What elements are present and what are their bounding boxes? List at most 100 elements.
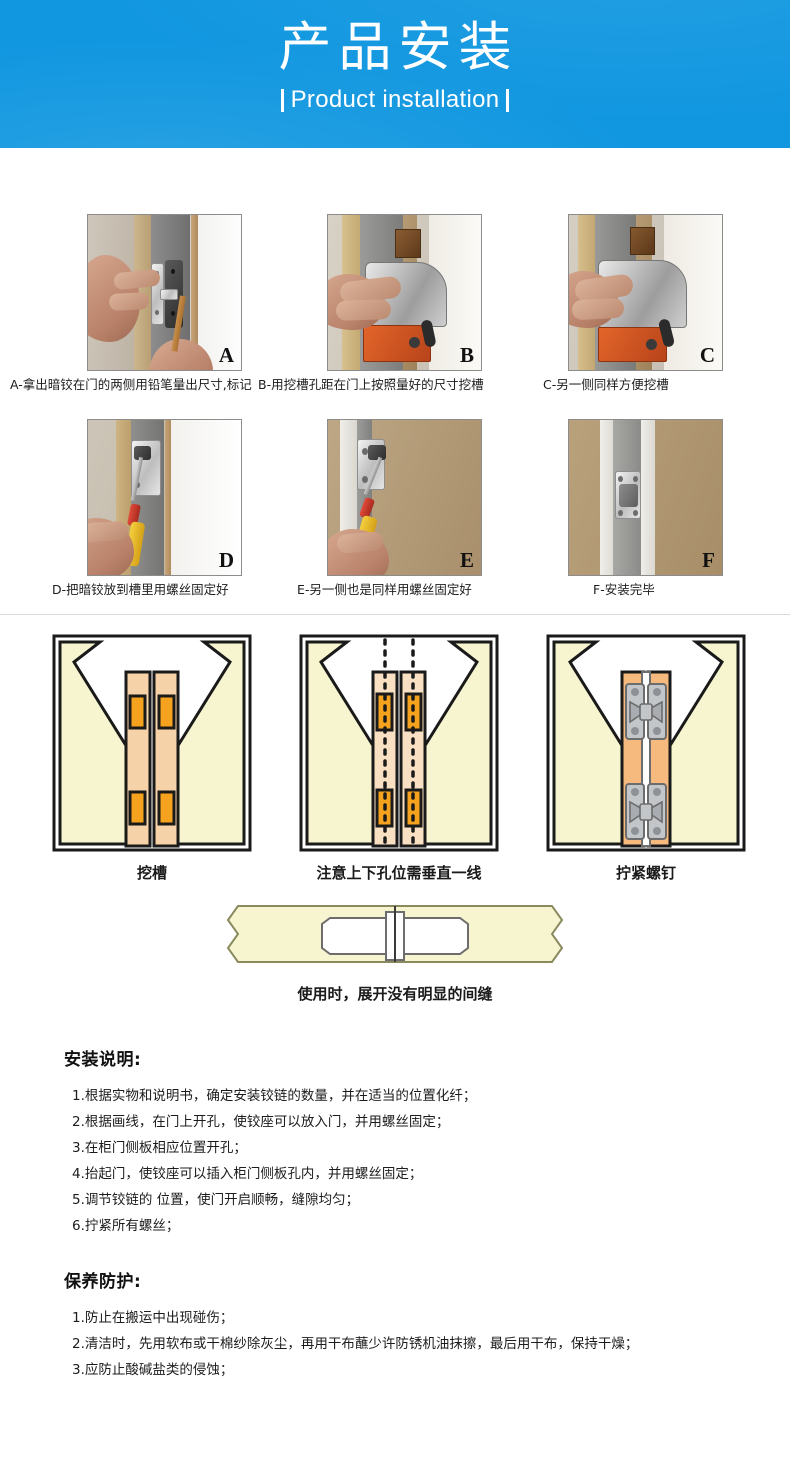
header-subtitle-group: Product installation xyxy=(280,86,510,113)
diagram-label-alignment: 注意上下孔位需垂直一线 xyxy=(316,864,482,882)
photo-caption-f: F-安装完毕 xyxy=(593,582,655,597)
diagram-item-slots: 挖槽 xyxy=(52,634,252,882)
maintenance-item: 1.防止在搬运中出现碰伤； xyxy=(72,1310,234,1326)
finger xyxy=(108,291,150,311)
maintenance-block: 保养防护: 1.防止在搬运中出现碰伤； 2.清洁时，先用软布或干棉纱除灰尘，再用… xyxy=(0,1267,790,1383)
photo-frame-f: F xyxy=(568,419,723,576)
photo-caption-b: B-用挖槽孔距在门上按照量好的尺寸挖槽 xyxy=(258,377,484,392)
router-knob xyxy=(645,339,657,350)
diagram-item-hinges: 拧紧螺钉 xyxy=(546,634,746,882)
diagram-row: 挖槽 注意上下孔位需垂直一线 xyxy=(0,634,790,882)
screw-hole xyxy=(170,269,175,275)
photo-caption-e: E-另一侧也是同样用螺丝固定好 xyxy=(297,582,472,597)
door-edge-trim xyxy=(164,420,171,575)
photo-row-1: A A-拿出暗铰在门的两侧用铅笔量出尺寸,标记 xyxy=(0,214,790,392)
photo-item-f: F F-安装完毕 xyxy=(568,419,723,597)
photo-frame-c: C xyxy=(568,214,723,371)
screw-hole xyxy=(633,509,639,516)
photo-frame-b: B xyxy=(327,214,482,371)
photo-tag-c: C xyxy=(699,343,715,367)
screw-hole xyxy=(361,447,368,455)
page-title-english: Product installation xyxy=(290,86,500,113)
hinge-knuckle xyxy=(159,289,179,301)
header-title-group: 产品安装 Product installation xyxy=(0,18,790,113)
page-title-chinese: 产品安装 xyxy=(278,17,519,78)
door-diagram-hinges xyxy=(546,634,746,852)
photo-tag-f: F xyxy=(702,548,715,572)
router-base xyxy=(363,325,431,363)
photo-item-a: A A-拿出暗铰在门的两侧用铅笔量出尺寸,标记 xyxy=(10,214,252,392)
finger xyxy=(571,297,625,321)
screw-hole xyxy=(361,475,368,483)
photo-item-c: C C-另一侧同样方便挖槽 xyxy=(543,214,723,392)
maintenance-item: 2.清洁时，先用软布或干棉纱除灰尘，再用干布蘸少许防锈机油抹擦，最后用干布，保持… xyxy=(72,1336,639,1352)
screw-hole xyxy=(154,309,159,315)
photo-scene-f xyxy=(569,420,722,575)
hinge-upper xyxy=(625,683,667,740)
photo-item-e: E E-另一侧也是同样用螺丝固定好 xyxy=(297,419,482,597)
door-panel-left xyxy=(599,420,614,575)
instruction-item: 2.根据画线，在门上开孔，使铰座可以放入门，并用螺丝固定； xyxy=(72,1114,450,1130)
instruction-item: 4.抬起门，使铰座可以插入柜门侧板孔内，并用螺丝固定； xyxy=(72,1166,423,1182)
diagram-section: 挖槽 注意上下孔位需垂直一线 xyxy=(0,615,790,1040)
photo-tag-d: D xyxy=(218,548,234,572)
photo-scene-b xyxy=(328,215,481,370)
screw-hole xyxy=(170,311,175,317)
maintenance-heading: 保养防护: xyxy=(64,1272,142,1292)
door-edge-trim xyxy=(190,215,199,370)
photo-scene-d xyxy=(88,420,241,575)
photo-scene-e xyxy=(328,420,481,575)
instruction-item: 1.根据实物和说明书，确定安装铰链的数量，并在适当的位置化纤； xyxy=(72,1088,477,1104)
diagram-item-alignment: 注意上下孔位需垂直一线 xyxy=(299,634,499,882)
finger xyxy=(88,520,129,543)
page-header-banner: 产品安装 Product installation xyxy=(0,0,790,148)
routed-slot xyxy=(395,228,422,259)
section-divider xyxy=(0,614,790,615)
door-panel-right xyxy=(640,420,655,575)
cross-section-diagram xyxy=(226,905,564,963)
installation-photo-section: A A-拿出暗铰在门的两侧用铅笔量出尺寸,标记 xyxy=(0,148,790,614)
photo-caption-c: C-另一侧同样方便挖槽 xyxy=(543,377,669,392)
hinge-knuckle xyxy=(133,446,151,461)
photo-scene-c xyxy=(569,215,722,370)
maintenance-list: 1.防止在搬运中出现碰伤； 2.清洁时，先用软布或干棉纱除灰尘，再用干布蘸少许防… xyxy=(64,1305,790,1383)
photo-tag-e: E xyxy=(459,548,474,572)
screw-hole xyxy=(617,475,623,482)
door-diagram-slots xyxy=(52,634,252,852)
instruction-item: 6.拧紧所有螺丝； xyxy=(72,1218,180,1234)
finger xyxy=(335,299,392,322)
maintenance-item: 3.应防止酸碱盐类的侵蚀； xyxy=(72,1362,234,1378)
screw-hole xyxy=(633,475,639,482)
router-knob xyxy=(409,337,421,349)
door-panel xyxy=(170,420,241,575)
photo-frame-a: A xyxy=(87,214,242,371)
door-panel xyxy=(198,215,241,370)
photo-scene-a xyxy=(88,215,241,370)
photo-frame-d: D xyxy=(87,419,242,576)
instruction-item: 5.调节铰链的 位置，使门开启顺畅，缝隙均匀； xyxy=(72,1192,360,1208)
right-bar-decoration xyxy=(506,88,510,112)
hinge-knuckle xyxy=(619,483,638,507)
photo-caption-d: D-把暗铰放到槽里用螺丝固定好 xyxy=(52,582,229,597)
screw-hole xyxy=(617,509,623,516)
photo-row-2: D D-把暗铰放到槽里用螺丝固定好 xyxy=(0,419,790,597)
hinge-knuckle xyxy=(367,444,387,461)
instruction-item: 3.在柜门侧板相应位置开孔； xyxy=(72,1140,247,1156)
diagram-label-slots: 挖槽 xyxy=(136,864,168,882)
instructions-list: 1.根据实物和说明书，确定安装铰链的数量，并在适当的位置化纤； 2.根据画线，在… xyxy=(64,1083,790,1239)
photo-item-d: D D-把暗铰放到槽里用螺丝固定好 xyxy=(52,419,242,597)
photo-item-b: B B-用挖槽孔距在门上按照量好的尺寸挖槽 xyxy=(258,214,484,392)
cross-section-label: 使用时，展开没有明显的间缝 xyxy=(297,985,493,1003)
photo-frame-e: E xyxy=(327,419,482,576)
door-diagram-alignment xyxy=(299,634,499,852)
text-section: 安装说明: 1.根据实物和说明书，确定安装铰链的数量，并在适当的位置化纤； 2.… xyxy=(0,1045,790,1383)
hinge-lower xyxy=(625,783,667,840)
photo-tag-b: B xyxy=(459,343,474,367)
left-bar-decoration xyxy=(280,88,284,112)
instructions-heading: 安装说明: xyxy=(64,1050,142,1070)
screw-hole xyxy=(135,482,141,488)
routed-slot xyxy=(630,227,655,256)
photo-caption-a: A-拿出暗铰在门的两侧用铅笔量出尺寸,标记 xyxy=(10,377,252,392)
cross-section-block: 使用时，展开没有明显的间缝 xyxy=(0,898,790,1004)
